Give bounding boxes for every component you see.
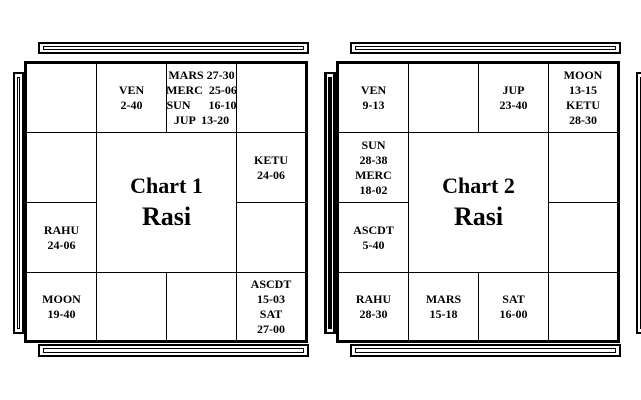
planet-line: 27-00 [257, 321, 285, 336]
planet-line: 24-06 [47, 237, 76, 252]
frame-right-border [636, 72, 641, 334]
house-cell [26, 63, 97, 133]
planet-line: MOON [563, 68, 603, 82]
chart-title: Chart 2 [442, 172, 515, 198]
planet-line: 2-40 [120, 98, 143, 112]
planet-line: 15-03 [257, 291, 285, 306]
house-cell [548, 272, 618, 341]
house-cell [548, 202, 618, 273]
planet-line: 5-40 [362, 237, 385, 252]
planet-line: 24-06 [257, 167, 285, 182]
chart-subtitle: Rasi [141, 201, 192, 231]
planet-line: MERC [355, 167, 392, 182]
planet-line: 9-13 [362, 98, 385, 112]
house-cell [408, 63, 479, 133]
house-cell [166, 272, 237, 341]
frame-left-border [325, 72, 336, 334]
planet-line: VEN [360, 83, 387, 97]
house-cell [236, 202, 306, 273]
planet-line: 28-30 [359, 306, 388, 321]
frame-top-border [350, 42, 621, 54]
planet-line: JUP 13-20 [173, 113, 230, 127]
frame-bottom-border [350, 344, 621, 357]
planet-line: ASCDT [250, 276, 292, 291]
house-cell [96, 272, 167, 341]
house-cell [26, 132, 97, 203]
frame-bottom-border [38, 344, 309, 357]
planet-line: MOON [42, 291, 81, 306]
planet-line: SAT [259, 306, 283, 321]
chart-subtitle: Rasi [453, 201, 504, 231]
planet-line: SUN [361, 137, 386, 152]
frame-left-border [13, 72, 24, 334]
planet-line: 23-40 [499, 98, 528, 112]
planet-line: 18-02 [359, 182, 388, 197]
planet-line: MERC 25-06 [166, 83, 237, 97]
planet-line: KETU [253, 152, 288, 167]
planet-line: 13-15 [569, 83, 597, 97]
planet-line: RAHU [355, 291, 392, 306]
planet-line: ASCDT [353, 222, 394, 237]
house-cell [236, 63, 306, 133]
house-cell [548, 132, 618, 203]
chart-center: Chart 2 Rasi [409, 133, 548, 272]
planet-line: SAT [502, 291, 525, 306]
planet-line: 19-40 [47, 306, 76, 321]
planet-line: RAHU [43, 222, 80, 237]
planet-line: 16-00 [499, 306, 528, 321]
planet-line: KETU [565, 98, 600, 112]
planet-line: 28-38 [359, 152, 388, 167]
planet-line: SUN 16-10 [166, 98, 237, 112]
frame-top-border [38, 42, 309, 54]
chart-title: Chart 1 [130, 172, 203, 198]
planet-line: 28-30 [569, 113, 597, 127]
planet-line: MARS 27-30 [168, 68, 235, 82]
planet-line: 15-18 [429, 306, 458, 321]
planet-line: VEN [118, 83, 145, 97]
chart-center: Chart 1 Rasi [97, 133, 236, 272]
planet-line: JUP [502, 83, 525, 97]
planet-line: MARS [425, 291, 462, 306]
